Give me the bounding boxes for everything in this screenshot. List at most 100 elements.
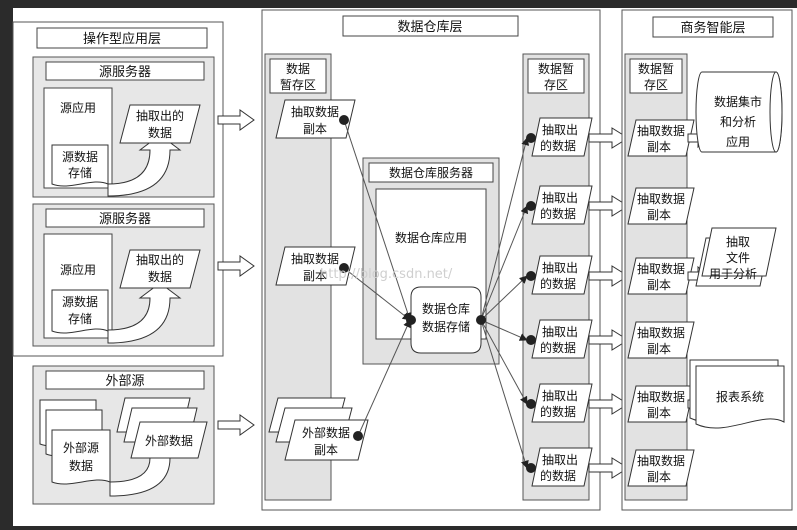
extract-file: 抽取 文件 用于分析 (695, 227, 777, 287)
data-mart-line2: 和分析 (720, 115, 756, 129)
external-source: 外部源 外部源 数据 外部数据 (32, 365, 215, 505)
report-system-label: 报表系统 (716, 389, 764, 404)
bi-copy-line1: 抽取数据 (637, 191, 685, 206)
bi-copy-line2: 副本 (647, 278, 671, 292)
bi-copy-line2: 副本 (647, 470, 671, 484)
bi-layer-title: 商务智能层 (680, 20, 745, 36)
bi-copy-line2: 副本 (647, 342, 671, 356)
staging-area-1-title-box (269, 58, 327, 94)
source-server-1-title: 源服务器 (99, 64, 151, 80)
external-data-label: 外部数据 (145, 433, 193, 448)
dot-copy-2 (339, 263, 349, 273)
external-copy (284, 419, 369, 461)
bi-copy-shape (627, 257, 695, 295)
dot-extract (526, 133, 536, 143)
fan-line (480, 319, 528, 405)
external-source-data-line2: 数据 (69, 458, 93, 473)
bi-copy-shape (627, 187, 695, 225)
bi-copy-shape (627, 321, 695, 359)
external-copy-line1: 外部数据 (302, 425, 350, 440)
dw-storage-line1: 数据仓库 (422, 301, 470, 316)
dot-storage-out (476, 315, 486, 325)
extracted-data-2-line1: 抽取出 (542, 123, 578, 137)
extracted-data-2-line1: 抽取出 (542, 325, 578, 339)
dw-application-label: 数据仓库应用 (395, 230, 467, 245)
extracted-data-1-line1: 抽取出的 (136, 108, 184, 123)
extracted-data-2-line2: 的数据 (540, 276, 576, 291)
extracted-data-2-line2: 数据 (148, 269, 172, 284)
data-mart-line3: 应用 (726, 134, 750, 149)
bi-copy-shape (627, 449, 695, 487)
flow-arrow-to-bi (588, 329, 629, 351)
fan-line (480, 275, 528, 321)
extracted-data-2-line1: 抽取出 (542, 453, 578, 467)
source-storage-2-line2: 存储 (68, 311, 92, 326)
staging-copy-2-line1: 抽取数据 (291, 251, 339, 266)
connector-copy2-storage (343, 267, 411, 321)
dot-extract (526, 399, 536, 409)
staging-copy-1 (275, 99, 356, 139)
data-mart-app: 数据集市 和分析 应用 (695, 71, 783, 153)
source-server-2-title-box (45, 208, 205, 228)
bi-copy-line2: 副本 (647, 208, 671, 222)
staging-area-2-title-box (527, 58, 585, 94)
bi-copy-shape (627, 385, 695, 423)
data-mart-cap (769, 71, 783, 153)
source-server-1: 源服务器 源应用 源数据 存储 抽取出的 数据 (32, 56, 215, 198)
report-doc-front (695, 365, 785, 429)
flow-arrow-to-bi (588, 127, 629, 149)
operational-layer-title-box (36, 27, 208, 49)
dw-storage-line2: 数据存储 (422, 319, 470, 334)
extracted-data-1-line2: 数据 (148, 125, 172, 140)
extract-file-line3: 用于分析 (709, 267, 757, 281)
extracted-data-2-line1: 抽取出 (542, 389, 578, 403)
extracted-data-2-shape (531, 117, 593, 157)
source-2-curved-arrow (107, 282, 182, 344)
dot-extract (526, 335, 536, 345)
dot-copy-1 (339, 115, 349, 125)
extracted-data-2-line2: 的数据 (540, 138, 576, 153)
bi-copy-line2: 副本 (647, 140, 671, 154)
extract-file-line1: 抽取 (726, 235, 750, 249)
extracted-data-2-line2: 的数据 (540, 340, 576, 355)
extracted-data-2-line1: 抽取出 (542, 261, 578, 275)
bi-copy-line1: 抽取数据 (637, 389, 685, 404)
dot-extract (526, 463, 536, 473)
fan-line (480, 137, 530, 321)
staging-area-1-line2: 暂存区 (280, 78, 316, 92)
bi-copy-line2: 副本 (647, 406, 671, 420)
staging-area-3-title-box (629, 58, 683, 94)
extracted-data-2-shape (531, 185, 593, 225)
extracted-data-2-shape (531, 383, 593, 423)
staging-copy-1-line1: 抽取数据 (291, 104, 339, 119)
source-app-1-label: 源应用 (60, 100, 96, 115)
extracted-data-2-line1: 抽取出的 (136, 252, 184, 267)
operational-layer-title: 操作型应用层 (83, 31, 161, 47)
connector-external-storage (357, 319, 411, 437)
extract-file-front (701, 227, 777, 277)
staging-copy-2 (275, 246, 356, 286)
fan-out-lines (480, 137, 530, 469)
extract-file-line2: 文件 (726, 250, 750, 265)
staging-copy-1-line2: 副本 (303, 122, 327, 136)
dot-extract (526, 201, 536, 211)
dot-external-copy (353, 431, 363, 441)
source-storage-1-line2: 存储 (68, 165, 92, 180)
external-source-data-doc (51, 429, 111, 485)
source-server-1-title-box (45, 61, 205, 81)
bi-layer-title-box (652, 16, 774, 38)
watermark-text: http://blog.csdn.net/ (320, 267, 453, 282)
flow-arrow-to-bi (588, 195, 629, 217)
staging-area-3-line1: 数据暂 (638, 61, 674, 76)
source-storage-2-line1: 源数据 (62, 294, 98, 309)
staging-area-3-line2: 存区 (644, 78, 668, 92)
extracted-data-2-line2: 的数据 (540, 404, 576, 419)
extracted-data-2-shape (531, 447, 593, 487)
dot-storage-in (406, 315, 416, 325)
external-copy-line2: 副本 (314, 443, 338, 457)
fan-line (480, 205, 529, 321)
bi-copy-shape (627, 119, 695, 157)
